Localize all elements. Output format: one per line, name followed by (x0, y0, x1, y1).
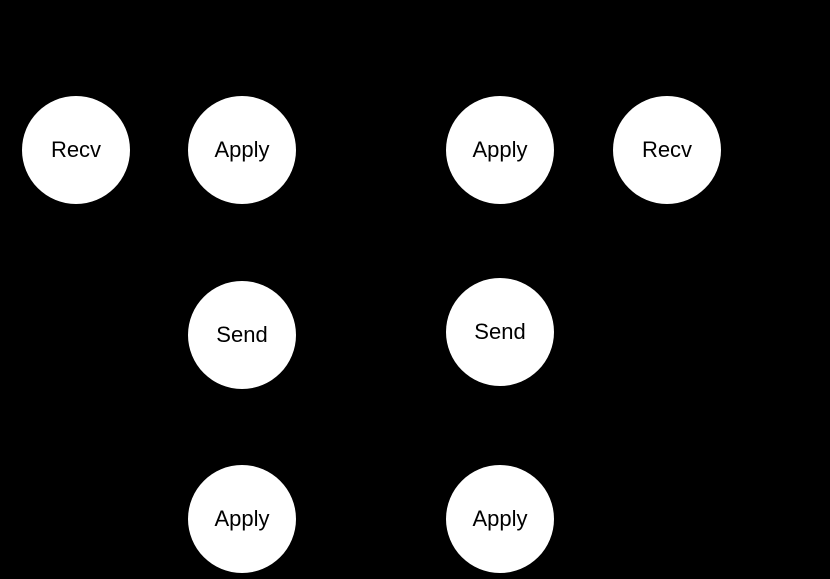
node-label: Apply (214, 506, 270, 531)
node-apply-1[interactable]: Apply (188, 96, 296, 204)
node-apply-6[interactable]: Apply (188, 465, 296, 573)
node-recv-3[interactable]: Recv (613, 96, 721, 204)
node-label: Apply (472, 506, 528, 531)
node-label: Apply (214, 137, 270, 162)
node-label: Recv (50, 137, 102, 162)
node-label: Recv (641, 137, 693, 162)
node-label: Apply (472, 137, 528, 162)
node-apply-7[interactable]: Apply (446, 465, 554, 573)
node-label: Send (474, 319, 526, 344)
node-label: Send (216, 322, 268, 347)
node-send-5[interactable]: Send (446, 278, 554, 386)
node-recv-0[interactable]: Recv (22, 96, 130, 204)
node-apply-2[interactable]: Apply (446, 96, 554, 204)
node-send-4[interactable]: Send (188, 281, 296, 389)
